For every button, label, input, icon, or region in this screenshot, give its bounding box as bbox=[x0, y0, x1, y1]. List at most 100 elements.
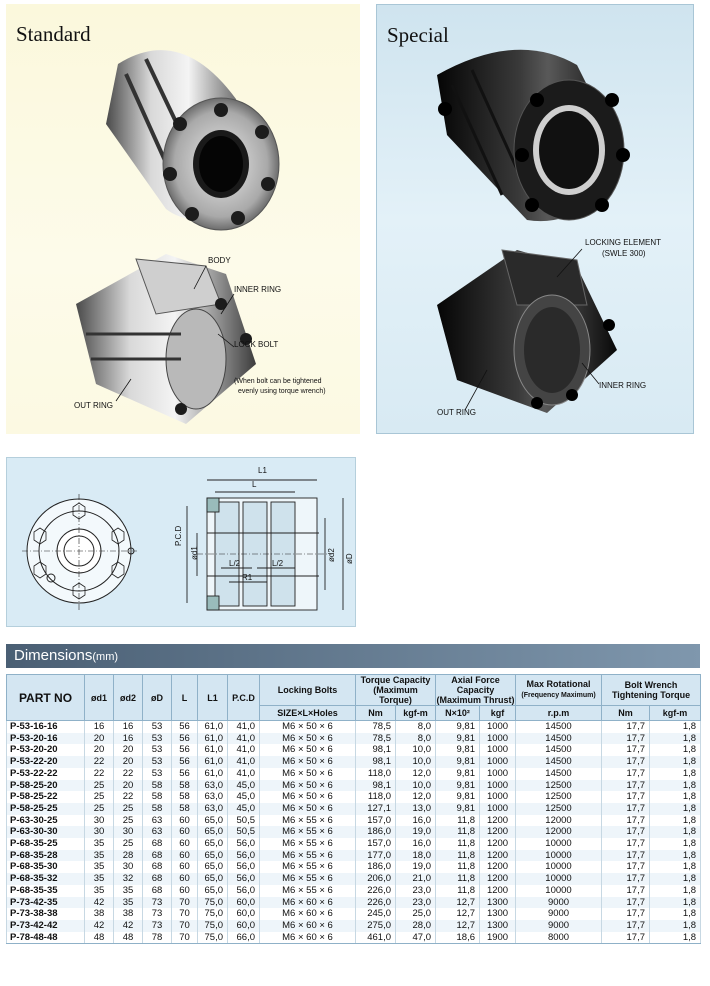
th-thrust-line2: (Maximum Thrust) bbox=[436, 695, 515, 705]
table-cell: 17,7 bbox=[601, 779, 651, 792]
table-cell: 17,7 bbox=[601, 732, 651, 745]
table-cell: 42 bbox=[84, 896, 114, 909]
table-cell: 65,0 bbox=[197, 826, 228, 839]
table-cell: 1,8 bbox=[649, 884, 702, 897]
table-cell: 70 bbox=[171, 908, 198, 920]
part-no-cell: P-53-22-22 bbox=[6, 767, 85, 780]
table-cell: 61,0 bbox=[197, 756, 228, 768]
th-rot-line1: Max Rotational bbox=[526, 679, 591, 689]
table-cell: 65,0 bbox=[197, 849, 228, 862]
part-no-cell: P-78-48-48 bbox=[6, 931, 85, 945]
table-cell: 45,0 bbox=[227, 791, 260, 803]
table-cell: 58 bbox=[142, 802, 172, 815]
table-cell: 10,0 bbox=[395, 756, 436, 768]
table-cell: 1,8 bbox=[649, 849, 702, 862]
table-cell: 98,1 bbox=[355, 756, 396, 768]
table-cell: 58 bbox=[171, 791, 198, 803]
dim-pcd: P.C.D bbox=[174, 525, 183, 546]
table-cell: 75,0 bbox=[197, 896, 228, 909]
table-cell: 1,8 bbox=[649, 861, 702, 874]
table-cell: 16,0 bbox=[395, 838, 436, 850]
table-cell: 65,0 bbox=[197, 814, 228, 827]
table-cell: 9,81 bbox=[435, 720, 480, 733]
table-cell: 14500 bbox=[515, 744, 603, 757]
side-section-view bbox=[186, 479, 344, 611]
table-cell: 127,1 bbox=[355, 802, 396, 815]
standard-product-photo bbox=[76, 50, 280, 424]
table-cell: 1,8 bbox=[649, 767, 702, 780]
part-no-cell: P-53-16-16 bbox=[6, 720, 85, 733]
dimensions-header-bar: Dimensions(mm) bbox=[6, 644, 700, 668]
table-cell: 60 bbox=[171, 814, 198, 827]
table-cell: 30 bbox=[113, 826, 143, 839]
table-cell: 11,8 bbox=[435, 873, 480, 885]
table-cell: 1000 bbox=[478, 720, 517, 733]
table-cell: 22 bbox=[113, 767, 143, 780]
table-cell: 13,0 bbox=[395, 802, 436, 815]
table-cell: 11,8 bbox=[435, 814, 480, 827]
table-cell: M6 × 55 × 6 bbox=[259, 814, 356, 827]
table-cell: 12500 bbox=[515, 802, 603, 815]
dimensions-title: Dimensions(mm) bbox=[14, 647, 118, 664]
table-cell: 22 bbox=[113, 791, 143, 803]
table-cell: 68 bbox=[142, 838, 172, 850]
table-cell: 1,8 bbox=[649, 896, 702, 909]
table-cell: 10,0 bbox=[395, 744, 436, 757]
table-cell: 63 bbox=[142, 814, 172, 827]
table-cell: 60 bbox=[171, 838, 198, 850]
table-cell: 21,0 bbox=[395, 873, 436, 885]
table-cell: M6 × 50 × 6 bbox=[259, 744, 356, 757]
table-cell: 65,0 bbox=[197, 873, 228, 885]
table-cell: M6 × 55 × 6 bbox=[259, 861, 356, 874]
table-cell: 1,8 bbox=[649, 791, 702, 803]
table-cell: 35 bbox=[113, 896, 143, 909]
table-cell: 1,8 bbox=[649, 838, 702, 850]
table-cell: 25 bbox=[113, 838, 143, 850]
th-L1: L1 bbox=[197, 674, 228, 721]
table-cell: 25 bbox=[113, 814, 143, 827]
part-no-cell: P-68-35-35 bbox=[6, 884, 85, 897]
table-cell: 17,7 bbox=[601, 802, 651, 815]
part-no-cell: P-58-25-25 bbox=[6, 802, 85, 815]
table-cell: 73 bbox=[142, 896, 172, 909]
table-cell: 1,8 bbox=[649, 802, 702, 815]
table-cell: 9,81 bbox=[435, 802, 480, 815]
table-cell: 30 bbox=[113, 861, 143, 874]
table-cell: 56,0 bbox=[227, 861, 260, 874]
table-cell: 63,0 bbox=[197, 791, 228, 803]
table-cell: 12500 bbox=[515, 779, 603, 792]
table-cell: 63,0 bbox=[197, 779, 228, 792]
table-cell: M6 × 50 × 6 bbox=[259, 732, 356, 745]
table-cell: M6 × 50 × 6 bbox=[259, 791, 356, 803]
table-cell: 56 bbox=[171, 720, 198, 733]
table-cell: 11,8 bbox=[435, 861, 480, 874]
table-cell: 48 bbox=[84, 931, 114, 945]
table-cell: 65,0 bbox=[197, 884, 228, 897]
table-cell: M6 × 55 × 6 bbox=[259, 884, 356, 897]
part-no-cell: P-68-35-30 bbox=[6, 861, 85, 874]
table-cell: 1,8 bbox=[649, 720, 702, 733]
table-cell: 14500 bbox=[515, 767, 603, 780]
table-cell: 17,7 bbox=[601, 826, 651, 839]
table-cell: 9,81 bbox=[435, 732, 480, 745]
table-cell: 23,0 bbox=[395, 884, 436, 897]
table-cell: 18,0 bbox=[395, 849, 436, 862]
table-cell: 1200 bbox=[478, 838, 517, 850]
table-cell: 28 bbox=[113, 849, 143, 862]
table-cell: 10,0 bbox=[395, 779, 436, 792]
table-cell: 17,7 bbox=[601, 873, 651, 885]
table-cell: 14500 bbox=[515, 756, 603, 768]
table-cell: 12,7 bbox=[435, 896, 480, 909]
table-cell: 68 bbox=[142, 873, 172, 885]
table-cell: 17,7 bbox=[601, 919, 651, 932]
table-cell: 45,0 bbox=[227, 779, 260, 792]
table-cell: 1,8 bbox=[649, 814, 702, 827]
table-cell: 75,0 bbox=[197, 931, 228, 945]
table-cell: 61,0 bbox=[197, 732, 228, 745]
table-cell: 35 bbox=[84, 873, 114, 885]
special-title: Special bbox=[387, 23, 449, 47]
